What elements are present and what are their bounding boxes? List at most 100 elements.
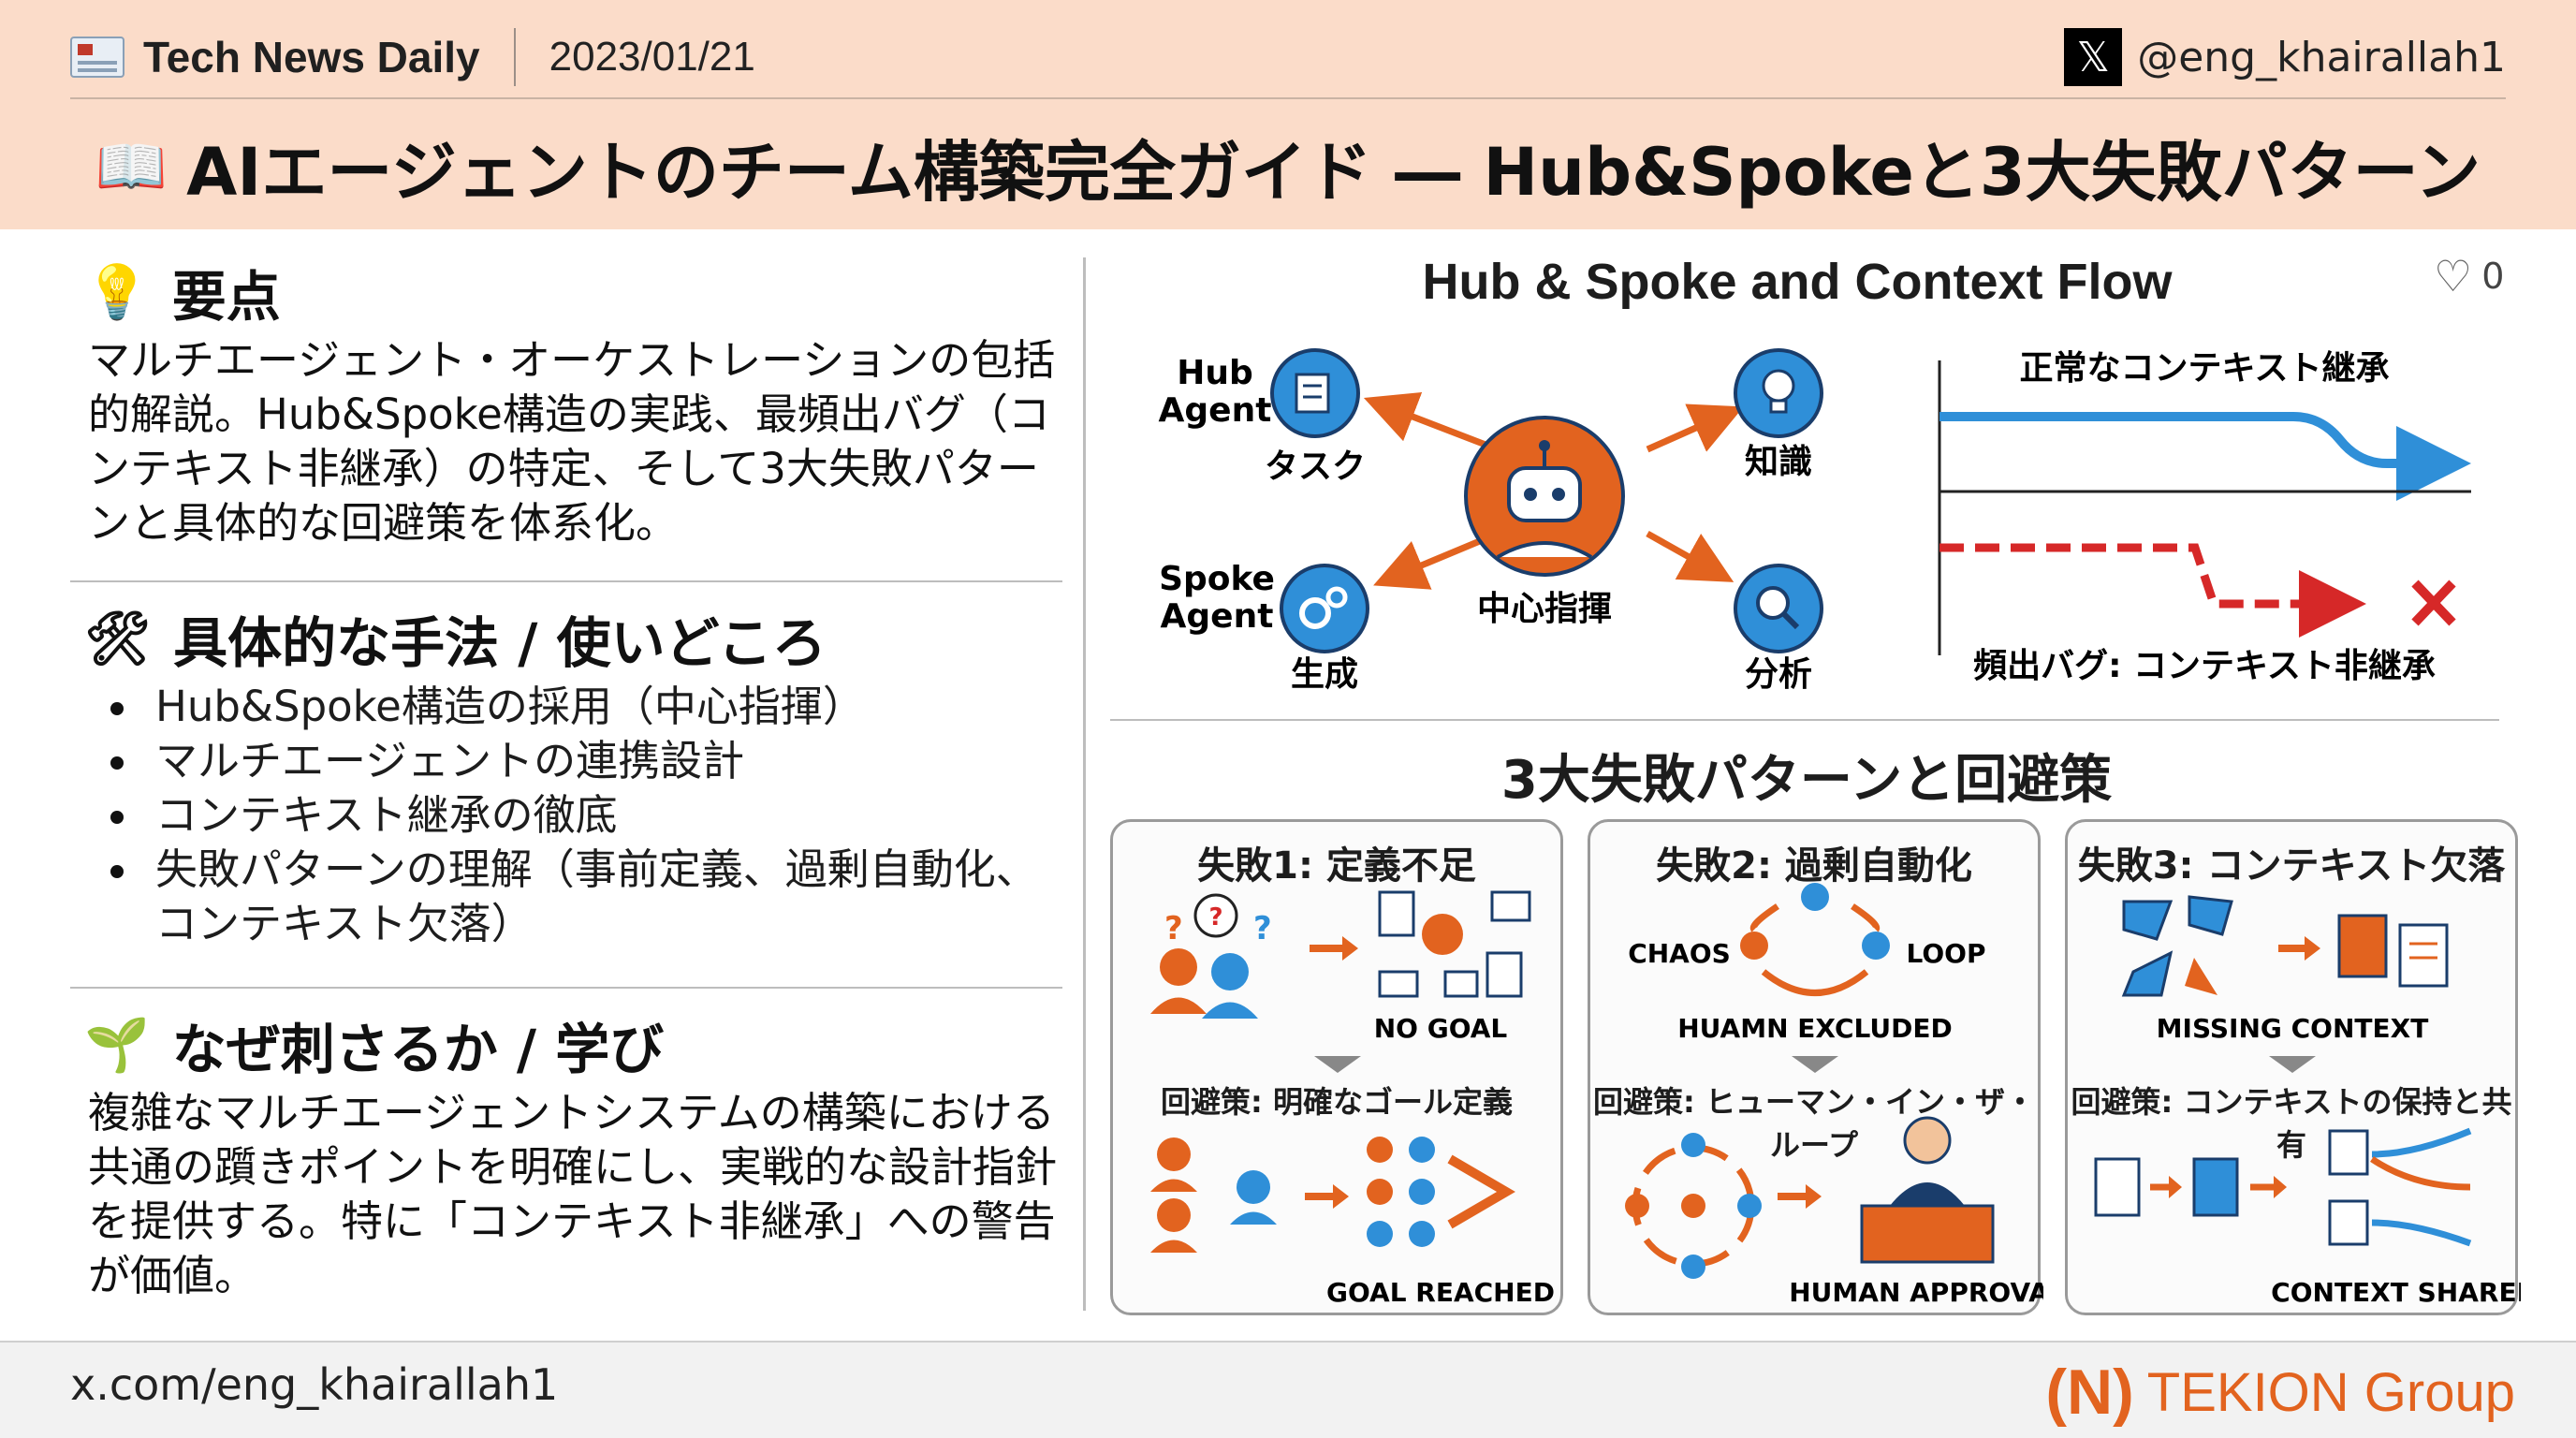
center-label: 中心指揮 — [1477, 590, 1612, 628]
summary-heading-text: 要点 — [171, 265, 281, 329]
shared-docs-icon — [2094, 1127, 2472, 1247]
bug-flow-line — [1939, 543, 2366, 638]
confused-people-icon: ? ? ? — [1150, 893, 1272, 1019]
svg-text:?: ? — [1164, 910, 1183, 947]
heart-icon[interactable]: ♡ — [2434, 251, 2473, 301]
result-label: HUMAN APPROVAL — [1789, 1277, 2043, 1308]
solution-label: 回避策: コンテキストの保持と共有 — [2071, 1084, 2512, 1163]
failure-card-1: 失敗1: 定義不足 ? ? ? NO GOAL — [1110, 819, 1563, 1315]
down-triangle-icon — [1792, 1056, 1838, 1073]
svg-text:?: ? — [1208, 903, 1222, 932]
solution-label: 回避策: 明確なゴール定義 — [1161, 1084, 1513, 1120]
brand-name: Tech News Daily — [143, 33, 480, 81]
failure-patterns-title: 3大失敗パターンと回避策 — [1500, 750, 2113, 811]
profile-url[interactable]: x.com/eng_khairallah1 — [70, 1359, 559, 1410]
analyze-label: 分析 — [1745, 655, 1812, 694]
company-logo: (N) TEKION Group — [2045, 1356, 2515, 1429]
down-triangle-icon — [2269, 1056, 2316, 1073]
hub-label: Agent — [1159, 391, 1272, 430]
like-button[interactable]: ♡ 0 — [2434, 251, 2504, 301]
problem-label: NO GOAL — [1374, 1013, 1508, 1044]
methods-heading-text: 具体的な手法 / 使いどころ — [173, 611, 827, 675]
normal-flow-line — [1939, 412, 2471, 501]
header: Tech News Daily 2023/01/21 𝕏 @eng_khaira… — [0, 0, 2576, 229]
knowledge-label: 知識 — [1745, 443, 1812, 481]
book-icon: 📖 — [95, 132, 168, 200]
author-link[interactable]: 𝕏 @eng_khairallah1 — [2064, 28, 2506, 86]
missing-context-illustration: MISSING CONTEXT CONTEXT SHARED — [2094, 895, 2521, 1308]
tools-icon: 🛠 — [84, 609, 152, 669]
agent-cycle-icon — [1625, 1133, 1762, 1279]
generate-label: 生成 — [1291, 655, 1358, 694]
why-heading-text: なぜ刺さるか / 学び — [171, 1018, 665, 1081]
result-label: GOAL REACHED — [1326, 1277, 1555, 1308]
post-date: 2023/01/21 — [549, 34, 755, 80]
problem-label: HUAMN EXCLUDED — [1677, 1013, 1952, 1044]
logo-text: TEKION Group — [2146, 1361, 2515, 1423]
why-heading: 🌱 なぜ刺さるか / 学び — [84, 1005, 664, 1084]
error-x-icon — [2411, 580, 2456, 626]
svg-text:?: ? — [1253, 910, 1272, 947]
task-node-icon — [1270, 348, 1360, 438]
result-label: CONTEXT SHARED — [2271, 1277, 2521, 1308]
chaos-label: CHAOS — [1628, 938, 1731, 969]
failure-card-2: 失敗2: 過剰自動化 CHAOS LOOP HUAMN EXCLUDED — [1588, 819, 2043, 1315]
section-divider — [70, 580, 1062, 582]
section-divider — [1110, 719, 2499, 721]
list-item: マルチエージェントの連携設計 — [103, 734, 1058, 788]
methods-heading: 🛠 具体的な手法 / 使いどころ — [84, 599, 827, 678]
normal-flow-label: 正常なコンテキスト継承 — [2020, 349, 2390, 388]
seedling-icon: 🌱 — [84, 1015, 150, 1076]
why-text: 複雑なマルチエージェントシステムの構築における共通の躓きポイントを明確にし、実戦… — [88, 1088, 1058, 1300]
gears-node-icon — [1280, 564, 1369, 653]
loop-cycle-icon — [1740, 883, 1890, 996]
page-title: 📖 AIエージェントのチーム構築完全ガイド ― Hub&Spokeと3大失敗パタ… — [0, 110, 2576, 223]
loop-label: LOOP — [1907, 938, 1986, 969]
spoke-label: Agent — [1161, 597, 1274, 636]
hub-label: Hub — [1177, 354, 1253, 392]
human-approver-icon — [1860, 1116, 1995, 1264]
author-handle[interactable]: @eng_khairallah1 — [2137, 33, 2506, 81]
lightbulb-node-icon — [1734, 348, 1823, 438]
problem-label: MISSING CONTEXT — [2157, 1013, 2429, 1044]
page-title-text: AIエージェントのチーム構築完全ガイド ― Hub&Spokeと3大失敗パターン — [186, 133, 2481, 211]
bug-flow-label: 頻出バグ: コンテキスト非継承 — [1973, 647, 2436, 685]
summary-text: マルチエージェント・オーケストレーションの包括的解説。Hub&Spoke構造の実… — [88, 335, 1056, 548]
methods-list: Hub&Spoke構造の採用（中心指揮） マルチエージェントの連携設計 コンテキ… — [103, 680, 1058, 951]
down-triangle-icon — [1314, 1056, 1361, 1073]
robot-hub-icon — [1464, 416, 1625, 577]
scattered-docs-icon — [1378, 890, 1531, 998]
card-title: 失敗3: コンテキスト欠落 — [2077, 844, 2506, 888]
like-count: 0 — [2481, 256, 2505, 297]
list-item: Hub&Spoke構造の採用（中心指揮） — [103, 680, 1058, 734]
broken-pieces-icon — [2121, 895, 2233, 997]
lost-document-icon — [2337, 914, 2449, 988]
top-bar: Tech News Daily 2023/01/21 𝕏 @eng_khaira… — [70, 17, 2506, 97]
spoke-label: Spoke — [1159, 560, 1275, 598]
list-item: コンテキスト継承の徹底 — [103, 788, 1058, 843]
column-divider — [1083, 257, 1086, 1311]
header-divider — [70, 97, 2506, 99]
task-label: タスク — [1265, 448, 1366, 486]
spoke-arrow — [1646, 530, 1734, 582]
hub-spoke-title: Hub & Spoke and Context Flow — [1422, 254, 2173, 310]
logo-mark-icon: (N) — [2045, 1357, 2134, 1428]
card-title: 失敗1: 定義不足 — [1197, 844, 1476, 888]
list-item: 失敗パターンの理解（事前定義、過剰自動化、コンテキスト欠落） — [103, 843, 1058, 951]
magnifier-node-icon — [1734, 564, 1823, 653]
newspaper-icon — [70, 37, 124, 78]
undefined-goal-illustration: ? ? ? NO GOAL — [1150, 890, 1555, 1308]
solution-label: 回避策: ヒューマン・イン・ザ・ループ — [1593, 1084, 2035, 1163]
hub-spoke-diagram: 中心指揮 Hub Agent タスク 知識 Spoke Agent 生成 — [1159, 348, 2471, 694]
footer: x.com/eng_khairallah1 (N) TEKION Group — [0, 1341, 2576, 1438]
divider — [513, 28, 516, 86]
section-divider — [70, 987, 1062, 989]
aligned-team-icon — [1150, 1137, 1515, 1253]
over-automation-illustration: CHAOS LOOP HUAMN EXCLUDED HUMAN APPROVAL — [1625, 883, 2043, 1308]
failure-card-3: 失敗3: コンテキスト欠落 MISSING CONTEXT — [2065, 819, 2521, 1315]
summary-heading: 💡 要点 — [84, 253, 281, 331]
spoke-arrow — [1363, 391, 1500, 453]
lightbulb-icon: 💡 — [84, 262, 150, 323]
x-logo-icon: 𝕏 — [2064, 28, 2123, 86]
